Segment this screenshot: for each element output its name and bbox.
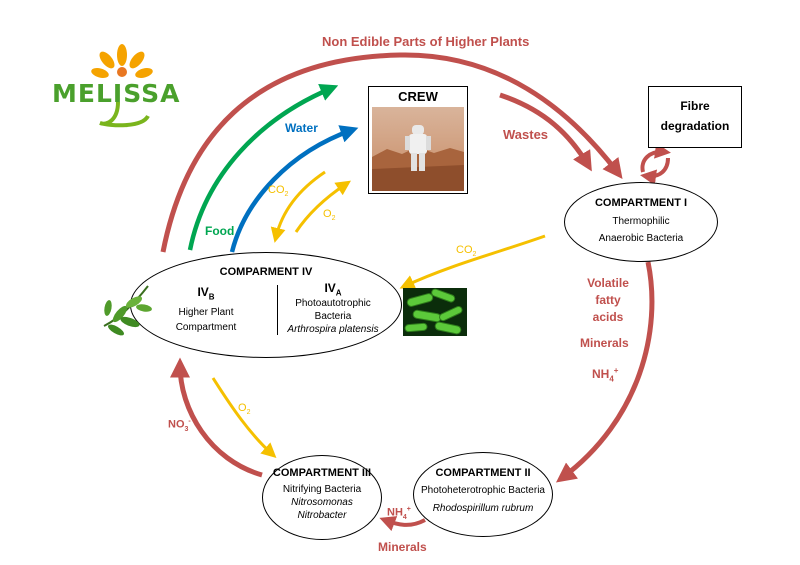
compartment-4b: IVB Higher Plant Compartment bbox=[166, 285, 246, 334]
arrow-c3-to-c4 bbox=[170, 357, 263, 478]
compartment-4-divider bbox=[277, 285, 278, 335]
compartment-4b-line1: Higher Plant bbox=[178, 307, 234, 319]
compartment-4: COMPARMENT IV IVB Higher Plant Compartme… bbox=[130, 252, 402, 358]
compartment-3-line3: Nitrobacter bbox=[297, 510, 347, 521]
vfa-label: Volatile fatty acids bbox=[587, 276, 629, 324]
compartment-4a-line1: Photoautotrophic bbox=[295, 298, 371, 310]
compartment-1: COMPARTMENT I Thermophilic Anaerobic Bac… bbox=[564, 182, 718, 262]
melissa-logo: MELISSA bbox=[52, 40, 192, 135]
plant-sprig-icon bbox=[103, 285, 152, 336]
water-label: Water bbox=[285, 121, 318, 135]
compartment-4a-line3: Arthrospira platensis bbox=[287, 324, 379, 336]
compartment-3-line2: Nitrosomonas bbox=[291, 497, 353, 508]
fibre-line2: degradation bbox=[660, 119, 730, 133]
arrow-co2-crew bbox=[270, 170, 326, 243]
bacteria-image bbox=[403, 288, 467, 336]
compartment-4a: IVA Photoautotrophic Bacteria Arthrospir… bbox=[283, 281, 383, 336]
no3-label: NO3- bbox=[168, 418, 191, 433]
compartment-4b-line2: Compartment bbox=[175, 322, 237, 334]
o2-c3-label: O2 bbox=[238, 402, 251, 417]
compartment-2: COMPARTMENT II Photoheterotrophic Bacter… bbox=[413, 452, 553, 537]
compartment-2-title: COMPARTMENT II bbox=[435, 467, 531, 479]
compartment-2-line2: Rhodospirillum rubrum bbox=[432, 503, 534, 514]
fibre-degradation-box: Fibre degradation bbox=[648, 86, 742, 148]
nh4-right-label: NH4+ bbox=[592, 366, 619, 384]
arrow-wastes bbox=[499, 92, 592, 172]
compartment-2-line1: Photoheterotrophic Bacteria bbox=[421, 485, 545, 496]
food-label: Food bbox=[205, 224, 235, 238]
compartment-1-title: COMPARTMENT I bbox=[594, 197, 688, 209]
minerals-bottom-label: Minerals bbox=[378, 540, 427, 554]
arrow-fibre-in bbox=[640, 157, 670, 186]
arrow-c1-to-c2 bbox=[555, 261, 655, 483]
fibre-line1: Fibre bbox=[680, 99, 710, 113]
nh4-bottom-label: NH4+ bbox=[387, 506, 411, 521]
arrow-food bbox=[187, 84, 339, 251]
minerals-right-label: Minerals bbox=[580, 336, 629, 350]
compartment-4-title: COMPARMENT IV bbox=[219, 266, 313, 278]
arrow-o2-crew bbox=[294, 180, 351, 233]
compartment-4a-line2: Bacteria bbox=[314, 311, 352, 323]
arrow-c2-to-c3 bbox=[379, 516, 426, 532]
co2-c1-label: CO2 bbox=[456, 244, 477, 259]
arrow-non-edible-parts bbox=[160, 52, 623, 253]
compartment-1-line1: Thermophilic bbox=[612, 216, 670, 227]
non-edible-label: Non Edible Parts of Higher Plants bbox=[322, 34, 530, 49]
astronaut-photo bbox=[372, 107, 464, 191]
compartment-3: COMPARTMENT III Nitrifying Bacteria Nitr… bbox=[262, 455, 382, 540]
compartment-3-line1: Nitrifying Bacteria bbox=[282, 484, 362, 495]
logo-text: MELISSA bbox=[52, 79, 181, 108]
co2-crew-label: CO2 bbox=[268, 184, 289, 199]
crew-box: CREW bbox=[368, 86, 468, 194]
compartment-3-title: COMPARTMENT III bbox=[272, 467, 372, 479]
logo-flower-icon bbox=[91, 44, 153, 128]
arrow-water bbox=[229, 125, 359, 253]
arrow-o2-c3 bbox=[211, 377, 277, 459]
crew-title: CREW bbox=[398, 89, 438, 104]
o2-crew-label: O2 bbox=[323, 208, 336, 223]
wastes-label: Wastes bbox=[503, 127, 549, 142]
compartment-1-line2: Anaerobic Bacteria bbox=[598, 233, 684, 244]
arrow-co2-c1 bbox=[399, 234, 546, 289]
arrow-fibre-out bbox=[640, 142, 671, 173]
